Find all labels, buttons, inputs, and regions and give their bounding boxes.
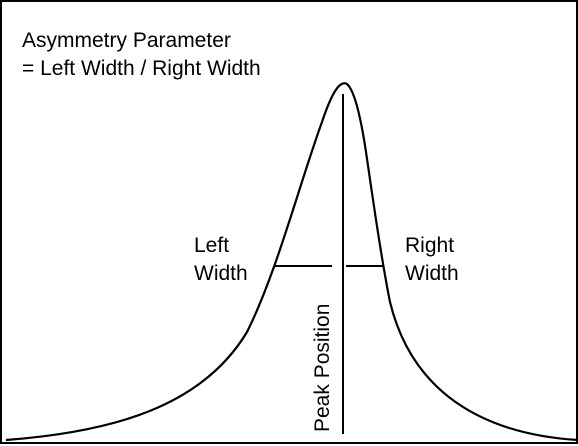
right-width-label-line-2: Width bbox=[405, 262, 459, 285]
peak-position-label: Peak Position bbox=[311, 304, 334, 432]
right-width-label-line-1: Right bbox=[405, 234, 454, 257]
title-line-2: = Left Width / Right Width bbox=[22, 57, 261, 80]
left-width-label-line-2: Width bbox=[194, 262, 248, 285]
left-width-label-line-1: Left bbox=[194, 234, 229, 257]
peak-curve bbox=[5, 82, 578, 442]
title-line-1: Asymmetry Parameter bbox=[22, 29, 231, 52]
